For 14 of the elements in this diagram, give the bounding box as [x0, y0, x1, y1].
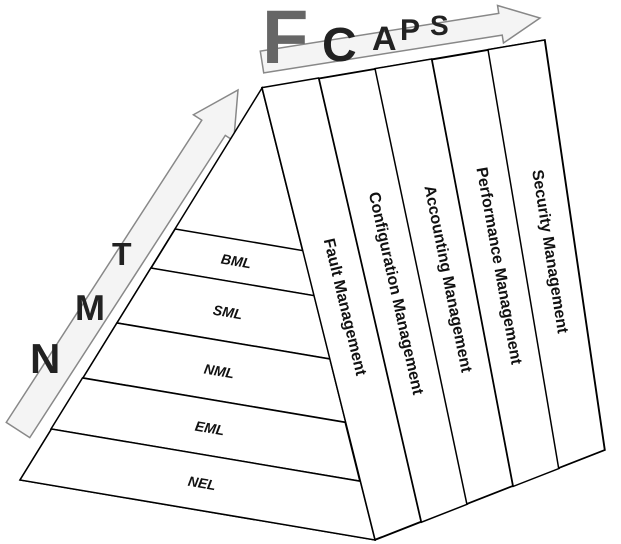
function-name: Security Management: [528, 169, 570, 336]
layer-name: NEL: [186, 473, 217, 492]
arrow-letter: P: [400, 16, 420, 46]
arrow-letter: N: [30, 338, 60, 380]
arrow-letter: S: [430, 12, 449, 40]
arrow-letter: M: [75, 290, 105, 326]
layer-name: BML: [220, 252, 252, 270]
arrow-letter: C: [322, 22, 357, 70]
layer-name: NML: [202, 361, 236, 380]
layer-band: [150, 229, 314, 296]
layer-name: SML: [212, 302, 244, 321]
arrow-letter: A: [372, 22, 397, 56]
arrow-letter: T: [112, 238, 132, 270]
layer-name: EML: [194, 418, 226, 438]
